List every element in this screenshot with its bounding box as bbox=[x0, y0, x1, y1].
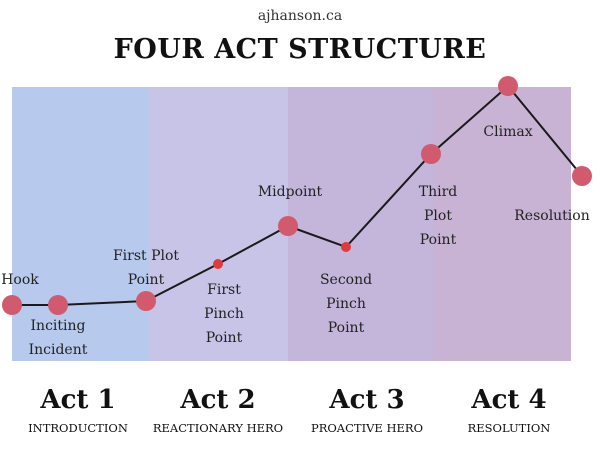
act-title-3: Act 3 bbox=[328, 385, 404, 415]
plot-point-label: Hook bbox=[1, 272, 39, 288]
act-band-1 bbox=[12, 87, 149, 361]
plot-point-6 bbox=[341, 242, 351, 252]
act-band-2 bbox=[149, 87, 288, 361]
act-band-3 bbox=[288, 87, 433, 361]
act-title-2: Act 2 bbox=[179, 385, 255, 415]
plot-point-5 bbox=[278, 216, 298, 236]
act-title-4: Act 4 bbox=[470, 385, 546, 415]
plot-point-label: Midpoint bbox=[258, 184, 323, 200]
plot-point-3 bbox=[136, 291, 156, 311]
act-title-1: Act 1 bbox=[39, 385, 115, 415]
act-subtitle-4: RESOLUTION bbox=[468, 421, 551, 435]
plot-point-label: Climax bbox=[483, 124, 532, 140]
act-subtitle-2: REACTIONARY HERO bbox=[153, 421, 283, 435]
plot-point-4 bbox=[213, 259, 223, 269]
plot-point-8 bbox=[498, 76, 518, 96]
plot-point-9 bbox=[572, 166, 592, 186]
act-subtitle-3: PROACTIVE HERO bbox=[311, 421, 423, 435]
plot-point-1 bbox=[2, 295, 22, 315]
plot-point-2 bbox=[48, 295, 68, 315]
plot-point-label: Resolution bbox=[514, 208, 589, 224]
plot-point-7 bbox=[421, 144, 441, 164]
diagram-title: FOUR ACT STRUCTURE bbox=[113, 34, 487, 65]
site-name: ajhanson.ca bbox=[257, 8, 343, 24]
act-subtitle-1: INTRODUCTION bbox=[28, 421, 128, 435]
